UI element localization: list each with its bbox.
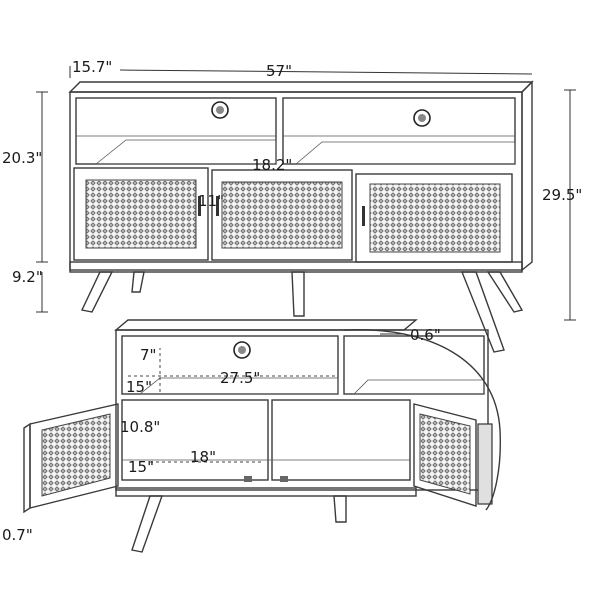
panel-thickness-label: 0.6" [410,326,441,344]
lower-compartment-left [121,399,269,481]
leg-left [131,495,163,553]
front-view [36,66,576,353]
door-center [211,169,353,261]
door-handle-icon [362,206,365,226]
cable-hole-icon [211,101,229,119]
interior-view [23,319,502,553]
door-width-label: 18.2" [252,156,292,174]
leg-center [291,271,305,317]
top-board [68,81,534,93]
handle-gap-label: 11" [198,192,224,210]
leg-front-left [80,271,114,313]
shelf-width-label: 27.5" [220,369,260,387]
upper-compartment-right [343,335,485,395]
width-dim-line [119,69,533,75]
upper-height-label: 20.3" [2,149,42,167]
door-left [73,167,209,261]
door-handle-icon [216,196,219,216]
total-height-label: 29.5" [542,186,582,204]
leg-right [333,495,347,523]
zoom-callout-outline [343,328,502,511]
open-shelf-left [75,97,277,165]
cable-hole-icon [233,341,251,359]
open-shelf-right [282,97,516,165]
lower-compartment-right [271,399,411,481]
cabinet-depth-label: 15" [128,458,154,476]
cabinet-width-label: 18" [190,448,216,466]
leg-height-label: 9.2" [12,268,43,286]
leg-front-right [460,271,505,353]
cabinet-height-label: 10.8" [120,418,160,436]
door-handle-icon [198,196,201,216]
shelf-depth-label: 15" [126,378,152,396]
interior-body [115,329,489,491]
open-door-right [413,403,477,507]
depth-label: 15.7" [72,58,112,76]
width-label: 57" [266,62,292,80]
door-thickness-label: 0.7" [2,526,33,544]
cable-hole-icon [413,109,431,127]
shelf-height-label: 7" [140,346,156,364]
cabinet-side [521,80,533,272]
